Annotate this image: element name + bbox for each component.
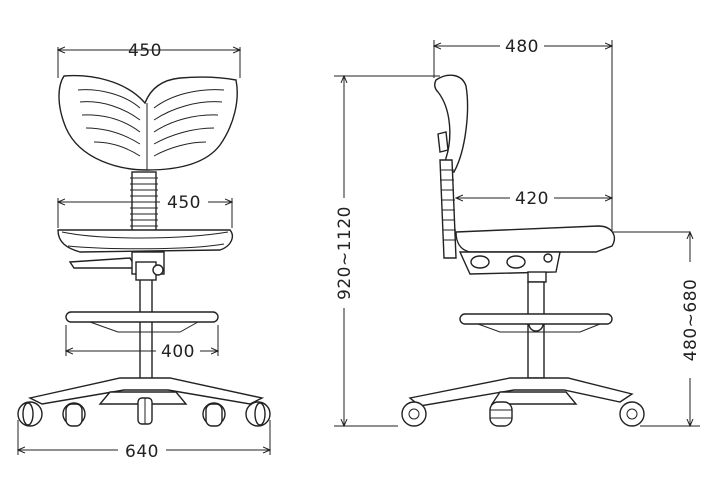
side-view: 480 920~1120 <box>334 37 701 426</box>
front-seat-width-label: 450 <box>167 193 201 213</box>
front-base-width-label: 640 <box>125 442 159 462</box>
front-view: 450 <box>18 41 270 462</box>
caster-right <box>245 401 271 427</box>
caster-center-right <box>202 402 226 427</box>
side-top-depth-label: 480 <box>505 37 539 57</box>
side-caster-right <box>619 401 645 427</box>
side-total-height-label: 920~1120 <box>335 206 355 300</box>
side-mechanism <box>458 251 561 283</box>
side-total-height-dimension: 920~1120 <box>334 76 440 426</box>
front-seat <box>57 229 233 253</box>
front-casters <box>17 397 271 427</box>
front-top-width-dimension: 450 <box>58 41 240 78</box>
front-seat-width-dimension: 450 <box>58 193 232 228</box>
caster-center <box>137 397 153 425</box>
side-backrest <box>433 74 469 173</box>
side-spring <box>439 159 457 259</box>
front-base-width-dimension: 640 <box>18 420 270 462</box>
front-foot-ring <box>65 311 219 333</box>
side-caster-left <box>401 401 427 427</box>
front-top-width-label: 450 <box>128 41 162 61</box>
front-footring-width-label: 400 <box>161 342 195 362</box>
front-base <box>27 377 265 405</box>
caster-left <box>17 401 43 427</box>
side-seat-depth-label: 420 <box>515 189 549 209</box>
side-seat-height-label: 480~680 <box>681 279 701 362</box>
side-seat-height-dimension: 480~680 <box>640 232 701 426</box>
side-caster-center <box>489 401 513 427</box>
front-mechanism <box>68 251 165 281</box>
side-foot-ring <box>459 313 613 333</box>
front-backrest <box>58 74 238 171</box>
side-gas-lift <box>527 281 545 379</box>
front-footring-width-dimension: 400 <box>66 325 218 362</box>
front-gas-lift <box>139 280 153 380</box>
caster-center-left <box>62 402 86 427</box>
side-seat <box>455 225 690 253</box>
side-top-depth-dimension: 480 <box>434 37 612 232</box>
side-seat-depth-dimension: 420 <box>456 189 612 209</box>
side-base <box>408 377 634 407</box>
side-casters <box>401 401 645 427</box>
